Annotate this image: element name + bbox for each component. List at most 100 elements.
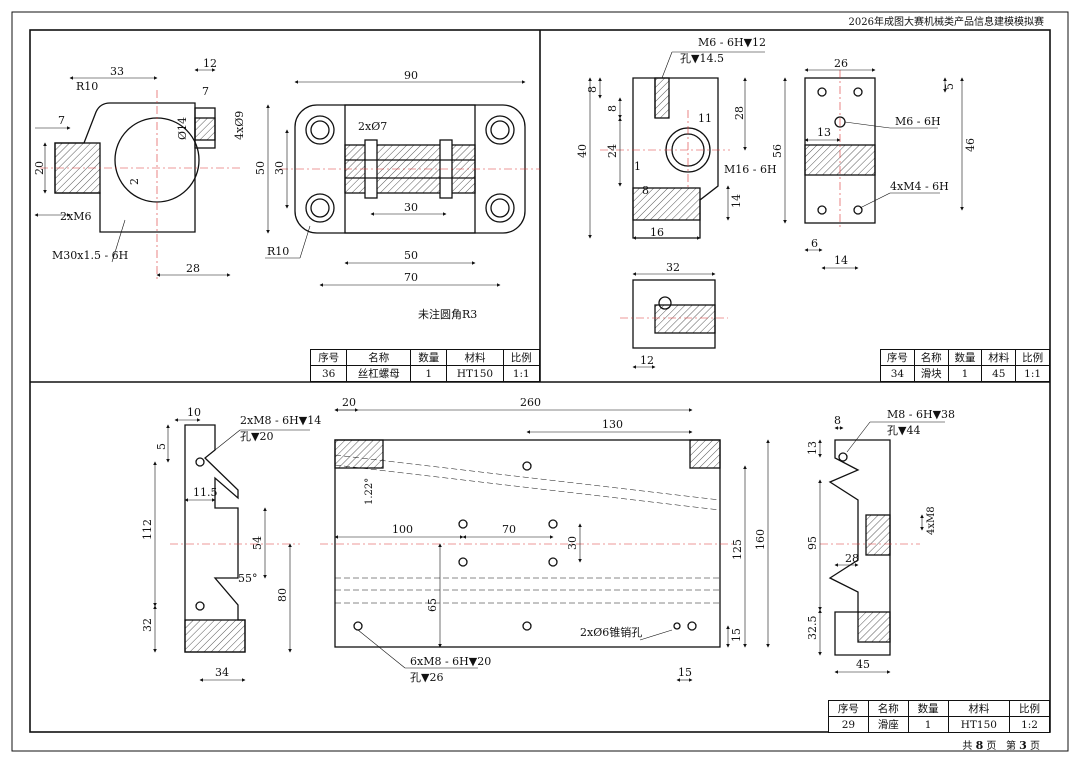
dim-text: Ø14 [176, 117, 189, 140]
dim-text: 46 [964, 138, 977, 152]
part29-front-view [320, 439, 735, 648]
dim-text: 14 [730, 194, 743, 208]
dim-text: 2xØ7 [358, 120, 387, 133]
tb-cell: 34 [880, 365, 915, 382]
dim-text: 125 [731, 539, 744, 560]
tb-cell: 1:1 [1015, 365, 1050, 382]
part29-right-view [820, 439, 920, 656]
dim-text: 50 [404, 249, 418, 262]
dim-text: 28 [845, 552, 859, 565]
dim-text: 16 [650, 226, 664, 239]
part36-front-view [40, 90, 240, 280]
dim-text: 112 [141, 519, 154, 540]
dim-text: 30 [566, 536, 579, 550]
dim-text: 32.5 [806, 616, 819, 641]
callout-text: M8 - 6H▼38 [887, 408, 955, 421]
dim-text: 40 [576, 144, 589, 158]
sheet-header-title: 2026年成图大赛机械类产品信息建模模拟赛 [848, 17, 1044, 28]
tb-cell: 1:1 [502, 365, 541, 382]
part34-side-view [804, 70, 876, 230]
dim-text: 33 [110, 65, 124, 78]
tb-cell: 29 [828, 716, 869, 733]
part29-left-view [170, 424, 300, 653]
part34-bottom-view [620, 279, 728, 349]
tb-header: 名称 [867, 700, 909, 717]
dim-text: 32 [666, 261, 680, 274]
tb-header: 比例 [502, 349, 541, 366]
dim-text: 32 [141, 618, 154, 632]
part34-side-dims [783, 68, 964, 270]
dim-text: 12 [203, 57, 217, 70]
tb-cell: HT150 [947, 716, 1011, 733]
tb-cell: 丝杠螺母 [346, 365, 412, 382]
part36-front-dims [34, 68, 231, 277]
dim-text: R10 [267, 245, 289, 258]
tb-cell: HT150 [446, 365, 504, 382]
tb-cell: 45 [981, 365, 1017, 382]
outer-border [11, 11, 1069, 752]
tb-header: 数量 [907, 700, 949, 717]
dim-text: 95 [806, 536, 819, 550]
dim-text: 56 [771, 144, 784, 158]
part29-front-dims [334, 408, 770, 682]
page-total-prefix: 共 [962, 741, 973, 752]
part29-title-block: 序号 名称 数量 材料 比例 29 滑座 1 HT150 1:2 [828, 700, 1050, 733]
dim-text: M16 - 6H [724, 163, 777, 176]
dim-text: 1.22° [364, 478, 375, 505]
dim-text: 15 [730, 628, 743, 642]
part34-front-dims [588, 51, 765, 240]
part34-front-view [600, 77, 730, 239]
tb-header: 序号 [828, 700, 869, 717]
dim-text: 20 [33, 161, 46, 175]
dim-text: 11 [698, 112, 712, 125]
dim-text: 2xM6 [60, 210, 91, 223]
dim-text: 4xM8 [926, 506, 937, 535]
dim-text: 12 [640, 354, 654, 367]
dim-text: 14 [834, 254, 848, 267]
dim-text: 5 [943, 83, 956, 90]
dim-text: 1 [634, 160, 641, 173]
part34-title-block: 序号 名称 数量 材料 比例 34 滑块 1 45 1:1 [880, 349, 1050, 382]
dim-text: 30 [404, 201, 418, 214]
fillet-note: 未注圆角R3 [418, 308, 478, 321]
dim-text: 10 [187, 406, 201, 419]
part36-title-block: 序号 名称 数量 材料 比例 36 丝杠螺母 1 HT150 1:1 [309, 349, 541, 382]
dim-text: 28 [186, 262, 200, 275]
dim-text: 4xM4 - 6H [890, 180, 949, 193]
dim-text: M30x1.5 - 6H [52, 249, 128, 262]
dim-text: 30 [273, 161, 286, 175]
tb-header: 材料 [981, 349, 1017, 366]
dim-text: 11.5 [193, 486, 218, 499]
callout-text: 2xM8 - 6H▼14 [240, 414, 321, 427]
part29-left-dims [153, 418, 310, 682]
dim-text: 90 [404, 69, 418, 82]
dim-text: 7 [58, 114, 65, 127]
tb-header: 数量 [947, 349, 983, 366]
dim-text: 54 [251, 536, 264, 550]
dim-text: 8 [606, 105, 619, 112]
tb-header: 数量 [410, 349, 448, 366]
dim-text: 8 [586, 86, 599, 93]
dim-text: 13 [817, 126, 831, 139]
part36-top-view [280, 104, 540, 234]
tb-cell: 1 [947, 365, 983, 382]
dim-text: M6 - 6H [895, 115, 941, 128]
tb-header: 名称 [346, 349, 412, 366]
dim-text: 50 [254, 161, 267, 175]
tb-header: 名称 [913, 349, 949, 366]
dim-text: 8 [834, 414, 841, 427]
tb-header: 序号 [309, 349, 348, 366]
dim-text: 6 [811, 237, 818, 250]
page-current-suffix: 页 [1030, 741, 1040, 752]
dim-text: 28 [733, 106, 746, 120]
dim-text: 4xØ9 [233, 111, 246, 140]
part36-top-dims [265, 80, 526, 287]
dim-text: 45 [856, 658, 870, 671]
callout-text: 孔▼20 [240, 430, 273, 443]
dim-text: 70 [404, 271, 418, 284]
tb-header: 比例 [1015, 349, 1050, 366]
dim-text: 8 [642, 184, 649, 197]
tb-cell: 1 [907, 716, 949, 733]
tb-cell: 1:2 [1009, 716, 1050, 733]
